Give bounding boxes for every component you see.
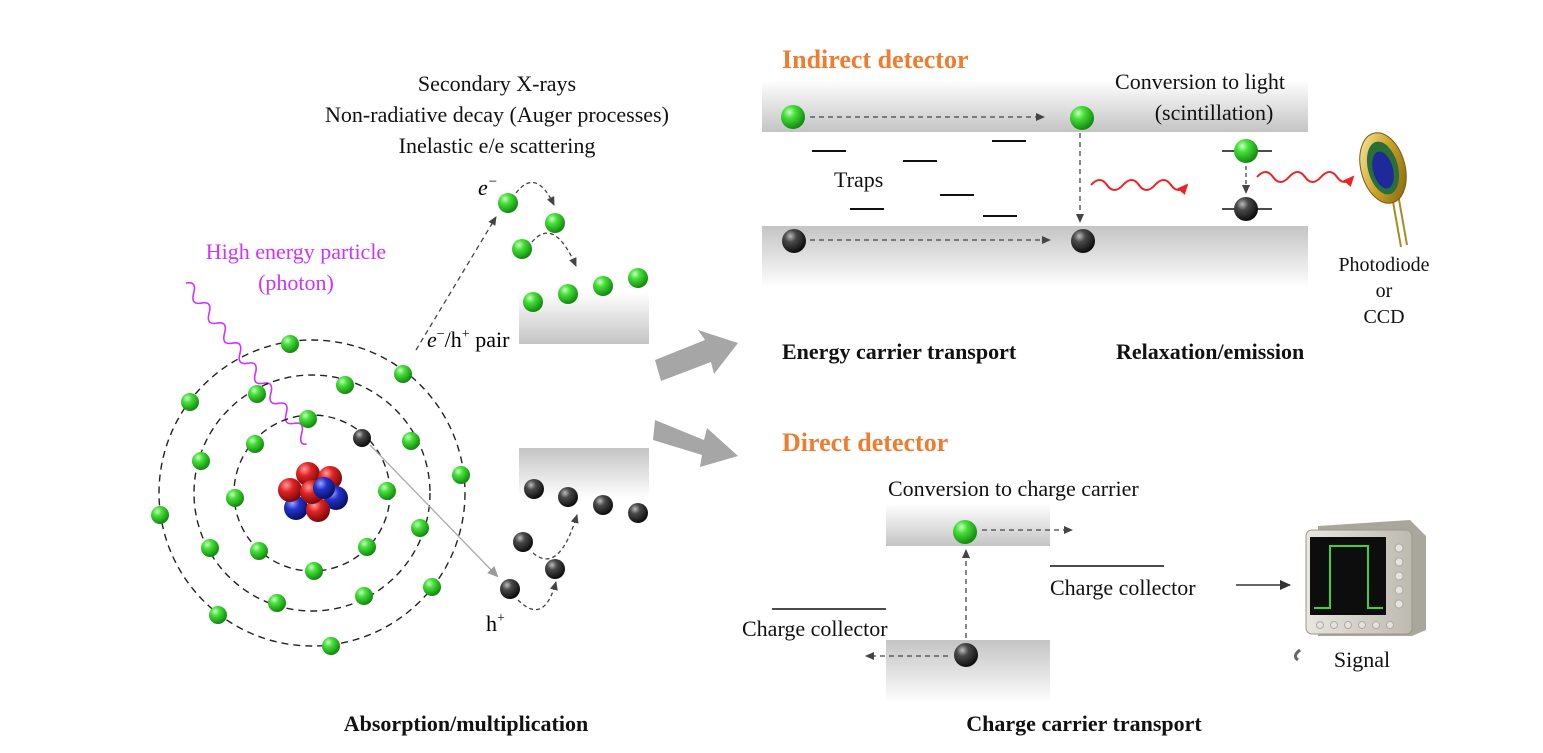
- cascade-arrow: [531, 232, 577, 267]
- photodiode-label-line3: CCD: [1363, 306, 1404, 328]
- emission-wave-2: [1256, 171, 1355, 188]
- band-electron: [628, 268, 648, 288]
- process-auger: Non-radiative decay (Auger processes): [325, 102, 669, 127]
- pair-label: e−/h+ pair: [427, 327, 510, 352]
- carrier-electron: [1070, 106, 1094, 130]
- carrier-hole: [782, 229, 806, 253]
- orbital-electrons: [151, 335, 470, 655]
- process-secondary-xrays: Secondary X-rays: [418, 71, 576, 96]
- cascade-arrow: [517, 581, 558, 611]
- indirect-title: Indirect detector: [782, 45, 969, 74]
- band-electron: [523, 292, 543, 312]
- hole-label: h+: [486, 611, 505, 636]
- direct-section: Direct detector Conversion to charge car…: [742, 428, 1426, 736]
- secondary-hole: [545, 559, 565, 579]
- process-inelastic-scattering: Inelastic e/e scattering: [399, 133, 596, 158]
- ground-state-carrier: [1234, 197, 1258, 221]
- band-hole: [524, 479, 544, 499]
- hole-trajectory: [369, 444, 499, 578]
- arrow-to-direct: [653, 420, 738, 467]
- charge-hole: [954, 643, 978, 667]
- secondary-hole: [500, 579, 520, 599]
- excited-electron: [1234, 139, 1258, 163]
- carrier-electron: [781, 105, 805, 129]
- band-hole: [558, 487, 578, 507]
- photodiode-label-line2: or: [1376, 280, 1393, 302]
- band-hole: [628, 503, 648, 523]
- trap-levels: [812, 140, 1026, 217]
- photodiode-label-line1: Photodiode: [1338, 254, 1429, 276]
- cascade-arrow: [532, 514, 579, 560]
- oscilloscope-icon: [1293, 520, 1426, 662]
- carrier-hole: [1071, 229, 1095, 253]
- caption-energy-transport: Energy carrier transport: [782, 339, 1017, 364]
- charge-electron: [953, 520, 977, 544]
- electron-label: e−: [478, 174, 498, 200]
- photodiode-icon: [1359, 132, 1408, 248]
- orbit-2: [193, 374, 431, 612]
- indirect-section: Indirect detector Conversion to light (s…: [762, 45, 1430, 364]
- traps-label: Traps: [834, 167, 883, 192]
- conversion-charge-label: Conversion to charge carrier: [888, 476, 1139, 501]
- electron-trajectory: [415, 216, 497, 351]
- atom-icon: [151, 335, 470, 655]
- orbit-3: [158, 339, 466, 647]
- caption-absorption: Absorption/multiplication: [344, 711, 588, 736]
- particle-label-line2: (photon): [258, 270, 334, 295]
- caption-charge-transport: Charge carrier transport: [966, 711, 1202, 736]
- conversion-light-line1: Conversion to light: [1115, 69, 1285, 94]
- secondary-electron: [512, 239, 532, 259]
- secondary-electron: [545, 213, 565, 233]
- band-electron: [593, 276, 613, 296]
- conversion-light-line2: (scintillation): [1155, 100, 1274, 125]
- band-hole: [593, 495, 613, 515]
- particle-label-line1: High energy particle: [206, 239, 386, 264]
- conduction-band-indirect: [762, 80, 1308, 132]
- ionized-site: [353, 429, 371, 447]
- charge-collector-left: Charge collector: [742, 616, 888, 641]
- absorption-section: Secondary X-rays Non-radiative decay (Au…: [151, 71, 669, 736]
- arrow-to-indirect: [655, 330, 738, 381]
- valence-band-indirect: [762, 226, 1308, 288]
- cascade-arrow: [515, 181, 555, 206]
- band-electron: [558, 284, 578, 304]
- nucleus: [278, 462, 348, 522]
- caption-relaxation: Relaxation/emission: [1116, 339, 1304, 364]
- charge-collector-right: Charge collector: [1050, 575, 1196, 600]
- signal-label: Signal: [1334, 647, 1390, 672]
- secondary-hole: [513, 532, 533, 552]
- direct-title: Direct detector: [782, 428, 948, 457]
- emission-wave-1: [1090, 179, 1189, 196]
- secondary-electron: [498, 193, 518, 213]
